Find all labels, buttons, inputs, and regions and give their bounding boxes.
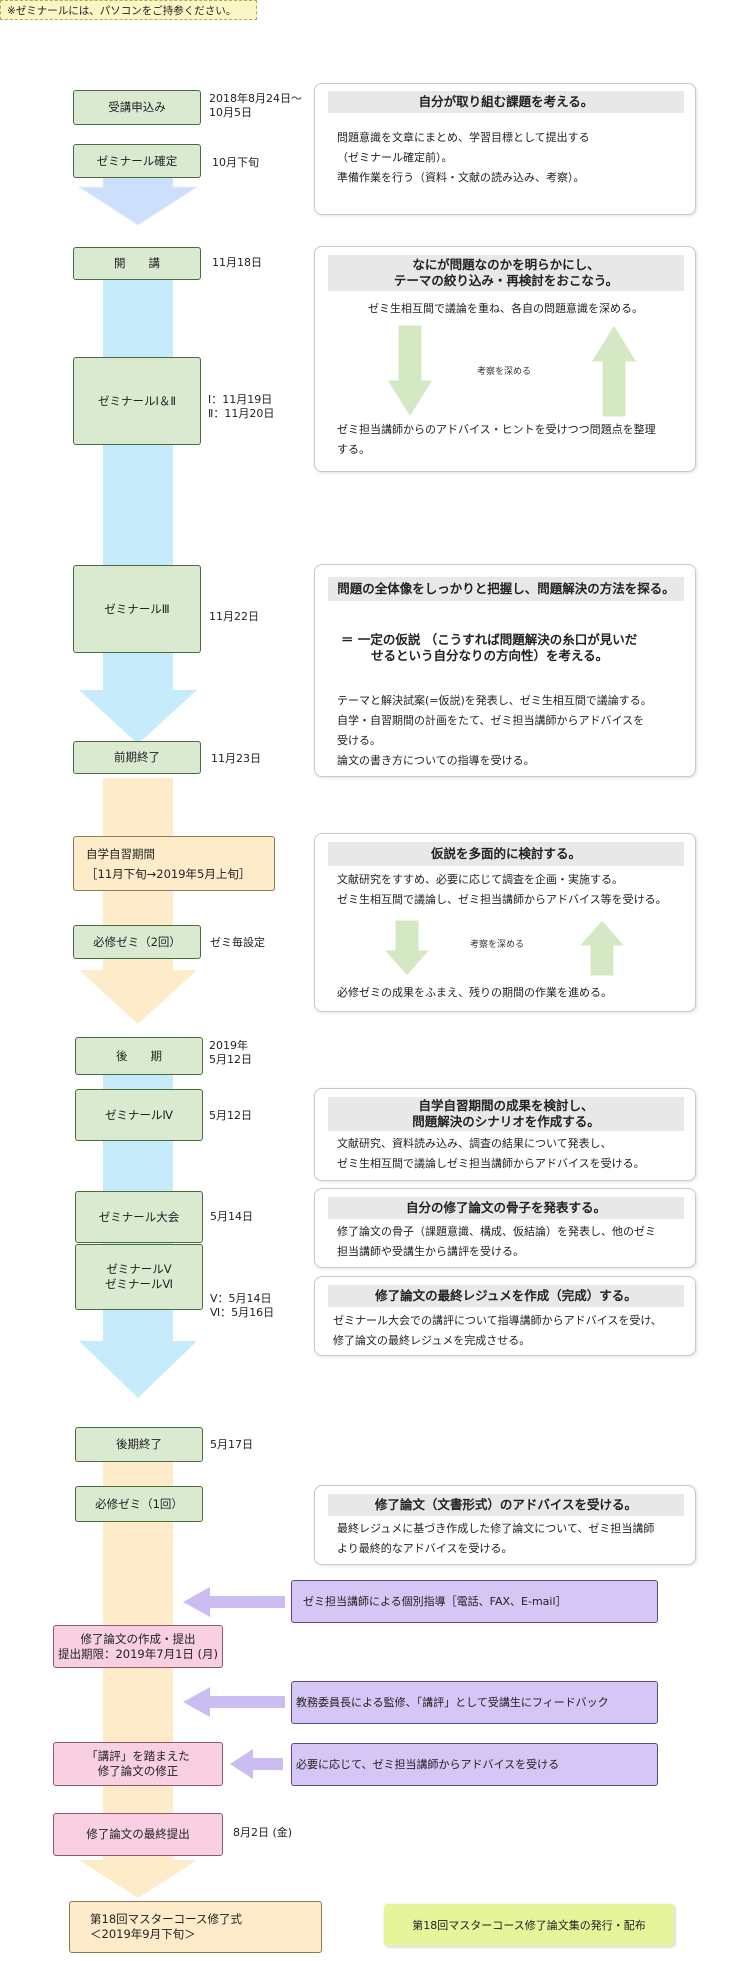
box1-line2: （ゼミナール確定前）。	[337, 151, 453, 164]
step-required-seminar-1: 必修ゼミ（1回）	[75, 1486, 203, 1522]
pc-notice: ※ゼミナールには、パソコンをご持参ください。	[0, 0, 257, 20]
date-final-submission: 8月2日 (金)	[233, 1826, 293, 1839]
step-second-term-end: 後期終了	[75, 1427, 203, 1462]
step-seminar-tournament: ゼミナール大会	[75, 1191, 203, 1243]
box-problem-clarification: なにが問題なのかを明らかにし、 テーマの絞り込み・再検討をおこなう。 ゼミ生相互…	[314, 246, 696, 472]
box8-line1: 最終レジュメに基づき作成した修了論文について、ゼミ担当講師	[337, 1522, 655, 1535]
box-multifaceted-review: 仮説を多面的に検討する。 文献研究をすすめ、必要に応じて調査を企画・実施する。 …	[314, 833, 696, 1012]
box-overall-picture: 問題の全体像をしっかりと把握し、問題解決の方法を探る。 ＝ 一定の仮説 （こうす…	[314, 564, 696, 777]
box3-hypothesis: ＝ 一定の仮説 （こうすれば問題解決の糸口が見いだ せるという自分なりの方向性）…	[341, 632, 638, 663]
feedback-arrow-2	[183, 1687, 285, 1717]
box3-line3: 受ける。	[337, 734, 381, 747]
box4-line3: 必修ゼミの成果をふまえ、残りの期間の作業を進める。	[337, 986, 612, 999]
step-seminar-3: ゼミナールⅢ	[73, 565, 201, 653]
box1-line3: 準備作業を行う（資料・文献の読み込み、考察）。	[337, 171, 585, 184]
date-second-term: 2019年 5月12日	[209, 1039, 252, 1066]
feedback-review: 教務委員長による監修、「講評」として受講生にフィードバック	[291, 1681, 658, 1724]
self-study-period: ［11月下旬→2019年5月上旬］	[86, 866, 251, 881]
flow-arrow-4	[79, 1335, 197, 1398]
box-scenario-creation: 自学自習期間の成果を検討し、 問題解決のシナリオを作成する。 文献研究、資料読み…	[314, 1088, 696, 1181]
box4-title: 仮説を多面的に検討する。	[328, 842, 684, 866]
step-final-submission: 修了論文の最終提出	[53, 1813, 223, 1856]
thesis-revision-line2: 修了論文の修正	[97, 1764, 179, 1778]
flow-arrow-3	[79, 964, 197, 1024]
step-required-seminar-2: 必修ゼミ（2回）	[73, 925, 201, 959]
box-final-resume: 修了論文の最終レジュメを作成（完成）する。 ゼミナール大会での講評について指導講…	[314, 1276, 696, 1356]
box6-line2: 担当講師や受講生から講評を受ける。	[337, 1245, 524, 1258]
box5-title: 自学自習期間の成果を検討し、 問題解決のシナリオを作成する。	[328, 1097, 684, 1131]
box-task-consideration: 自分が取り組む課題を考える。 問題意識を文章にまとめ、学習目標として提出する （…	[314, 83, 696, 215]
date-seminar-confirmed: 10月下旬	[212, 156, 259, 169]
date-seminar-1-2: Ⅰ：11月19日 Ⅱ：11月20日	[208, 393, 275, 420]
date-first-term-end: 11月23日	[211, 752, 261, 765]
thesis-submission-title: 修了論文の作成・提出	[80, 1631, 196, 1646]
box-outline-presentation: 自分の修了論文の骨子を発表する。 修了論文の骨子（課題意識、構成、仮結論）を発表…	[314, 1188, 696, 1268]
date-second-term-end: 5月17日	[210, 1438, 253, 1451]
box3-line2: 自学・自習期間の計画をたて、ゼミ担当講師からアドバイスを	[337, 714, 645, 727]
feedback-arrow-3	[230, 1749, 283, 1779]
down-arrow-icon	[387, 325, 433, 417]
box8-line2: より最終的なアドバイスを受ける。	[337, 1542, 513, 1555]
step-application: 受講申込み	[73, 90, 201, 125]
feedback-arrow-1	[183, 1587, 285, 1617]
date-seminar-tournament: 5月14日	[210, 1210, 253, 1223]
box7-title: 修了論文の最終レジュメを作成（完成）する。	[328, 1285, 684, 1307]
date-opening: 11月18日	[212, 256, 262, 269]
box3-line1: テーマと解決試案(=仮説)を発表し、ゼミ生相互間で議論する。	[337, 694, 652, 707]
feedback-advice: 必要に応じて、ゼミ担当講師からアドバイスを受ける	[291, 1743, 658, 1786]
step-graduation: 第18回マスターコース修了式 ＜2019年9月下旬＞	[69, 1901, 322, 1953]
date-seminar-3: 11月22日	[209, 610, 259, 623]
box3-title: 問題の全体像をしっかりと把握し、問題解決の方法を探る。	[328, 577, 684, 601]
box4-line1: 文献研究をすすめ、必要に応じて調査を企画・実施する。	[337, 873, 623, 886]
step-thesis-revision: 「講評」を踏まえた 修了論文の修正	[53, 1742, 223, 1786]
feedback-individual-guidance: ゼミ担当講師による個別指導［電話、FAX、E-mail］	[291, 1580, 658, 1623]
box2-title: なにが問題なのかを明らかにし、 テーマの絞り込み・再検討をおこなう。	[328, 255, 684, 291]
box7-line1: ゼミナール大会での講評について指導講師からアドバイスを受け、	[333, 1314, 662, 1327]
up-arrow-icon	[579, 920, 625, 976]
seminar-5-label: ゼミナールⅤ	[106, 1262, 172, 1276]
step-seminar-5-6: ゼミナールⅤ ゼミナールⅥ	[75, 1244, 203, 1310]
box8-title: 修了論文（文書形式）のアドバイスを受ける。	[328, 1494, 684, 1516]
step-first-term-end: 前期終了	[73, 741, 201, 774]
step-thesis-collection: 第18回マスターコース修了論文集の発行・配布	[384, 1904, 674, 1946]
step-thesis-submission: 修了論文の作成・提出 提出期限：2019年7月1日 (月)	[53, 1625, 223, 1668]
thesis-submission-deadline: 提出期限：2019年7月1日 (月)	[57, 1646, 219, 1661]
graduation-title: 第18回マスターコース修了式	[90, 1912, 243, 1926]
up-arrow-icon	[591, 325, 637, 417]
self-study-title: 自学自習期間	[86, 846, 155, 861]
date-application: 2018年8月24日〜 10月5日	[209, 92, 302, 119]
down-arrow-icon	[384, 920, 430, 976]
box6-line1: 修了論文の骨子（課題意識、構成、仮結論）を発表し、他のゼミ	[337, 1225, 656, 1238]
box1-line1: 問題意識を文章にまとめ、学習目標として提出する	[337, 131, 590, 144]
box2-line1: ゼミ生相互間で議論を重ね、各自の問題意識を深める。	[368, 302, 643, 315]
box5-line1: 文献研究、資料読み込み、調査の結果について発表し、	[337, 1137, 612, 1150]
step-self-study: 自学自習期間 ［11月下旬→2019年5月上旬］	[73, 836, 275, 891]
box2-line3: する。	[337, 443, 370, 456]
seminar-6-label: ゼミナールⅥ	[104, 1277, 174, 1291]
date-seminar-4: 5月12日	[209, 1109, 252, 1122]
box-thesis-advice: 修了論文（文書形式）のアドバイスを受ける。 最終レジュメに基づき作成した修了論文…	[314, 1485, 696, 1565]
date-required-seminar-2: ゼミ毎設定	[210, 936, 265, 949]
box1-title: 自分が取り組む課題を考える。	[328, 91, 684, 113]
thesis-revision-line1: 「講評」を踏まえた	[86, 1749, 190, 1763]
step-opening: 開 講	[73, 247, 201, 280]
box4-line2: ゼミ生相互間で議論し、ゼミ担当講師からアドバイス等を受ける。	[337, 893, 667, 906]
step-seminar-confirmed: ゼミナール確定	[73, 144, 201, 178]
box3-line4: 論文の書き方についての指導を受ける。	[337, 754, 535, 767]
box5-line2: ゼミ生相互間で議論しゼミ担当講師からアドバイスを受ける。	[337, 1157, 645, 1170]
step-seminar-1-2: ゼミナールⅠ＆Ⅱ	[73, 357, 201, 445]
box7-line2: 修了論文の最終レジュメを完成させる。	[333, 1334, 531, 1347]
flow-arrow-5	[79, 1854, 197, 1898]
box4-mid-label: 考察を深める	[470, 940, 525, 950]
date-seminar-5-6: Ⅴ：5月14日 Ⅵ：5月16日	[210, 1292, 275, 1319]
box2-mid-label: 考察を深める	[477, 367, 532, 377]
step-second-term: 後 期	[75, 1037, 203, 1075]
box6-title: 自分の修了論文の骨子を発表する。	[328, 1197, 684, 1219]
graduation-date: ＜2019年9月下旬＞	[90, 1927, 196, 1941]
box2-line2: ゼミ担当講師からのアドバイス・ヒントを受けつつ問題点を整理	[337, 423, 656, 436]
step-seminar-4: ゼミナールⅣ	[75, 1089, 203, 1141]
flow-arrow-2	[79, 684, 197, 744]
